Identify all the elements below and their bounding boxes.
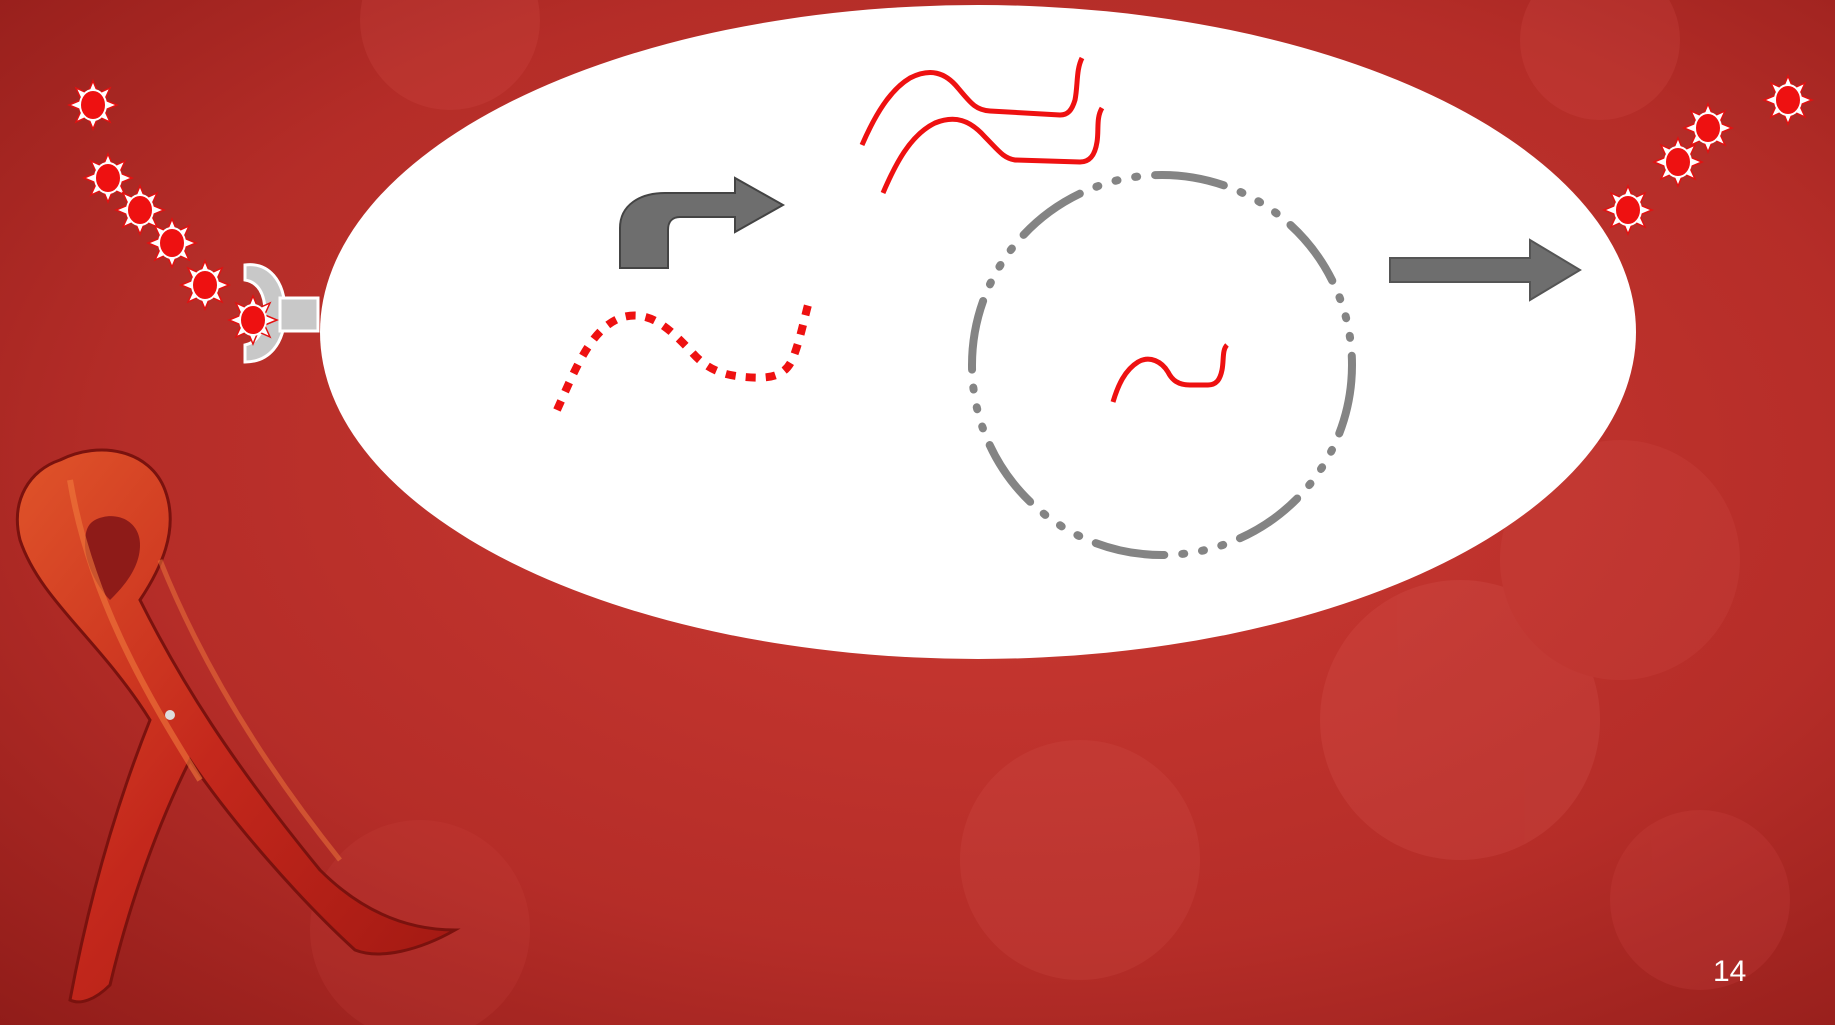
virus-particle-icon bbox=[229, 296, 277, 344]
virus-particle-icon bbox=[148, 219, 196, 267]
virus-particle-icon bbox=[1604, 186, 1652, 234]
virus-particle-icon bbox=[1654, 138, 1702, 186]
virus-particle-icon bbox=[69, 81, 117, 129]
virus-particle-icon bbox=[1684, 104, 1732, 152]
virus-particle-icon bbox=[181, 261, 229, 309]
slide-number: 14 bbox=[1713, 955, 1746, 989]
virus-particle-icon bbox=[1764, 76, 1812, 124]
